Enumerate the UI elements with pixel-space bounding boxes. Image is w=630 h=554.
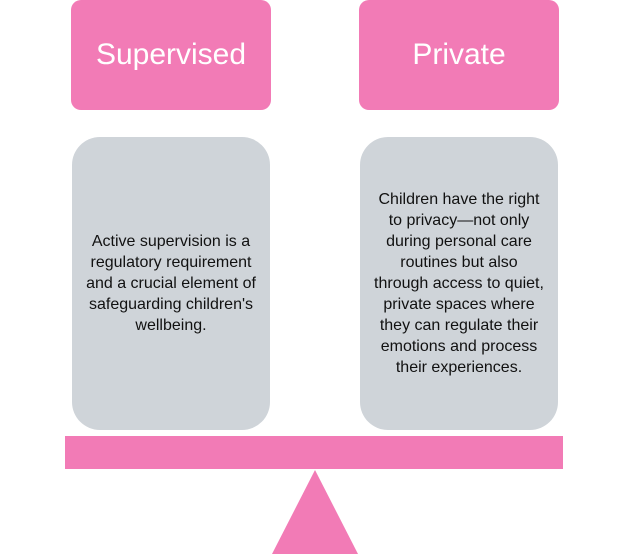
fulcrum-triangle [272, 470, 358, 554]
balance-fulcrum [272, 470, 358, 554]
supervised-title: Supervised [95, 38, 247, 71]
supervised-header: Supervised [71, 0, 271, 110]
private-title: Private [412, 38, 506, 71]
private-description-box: Children have the right to privacy—not o… [360, 137, 558, 430]
balance-beam [65, 436, 563, 469]
private-description: Children have the right to privacy—not o… [374, 191, 544, 376]
private-header: Private [359, 0, 559, 110]
supervised-description-box: Active supervision is a regulatory requi… [72, 137, 270, 430]
supervised-description: Active supervision is a regulatory requi… [86, 233, 256, 334]
